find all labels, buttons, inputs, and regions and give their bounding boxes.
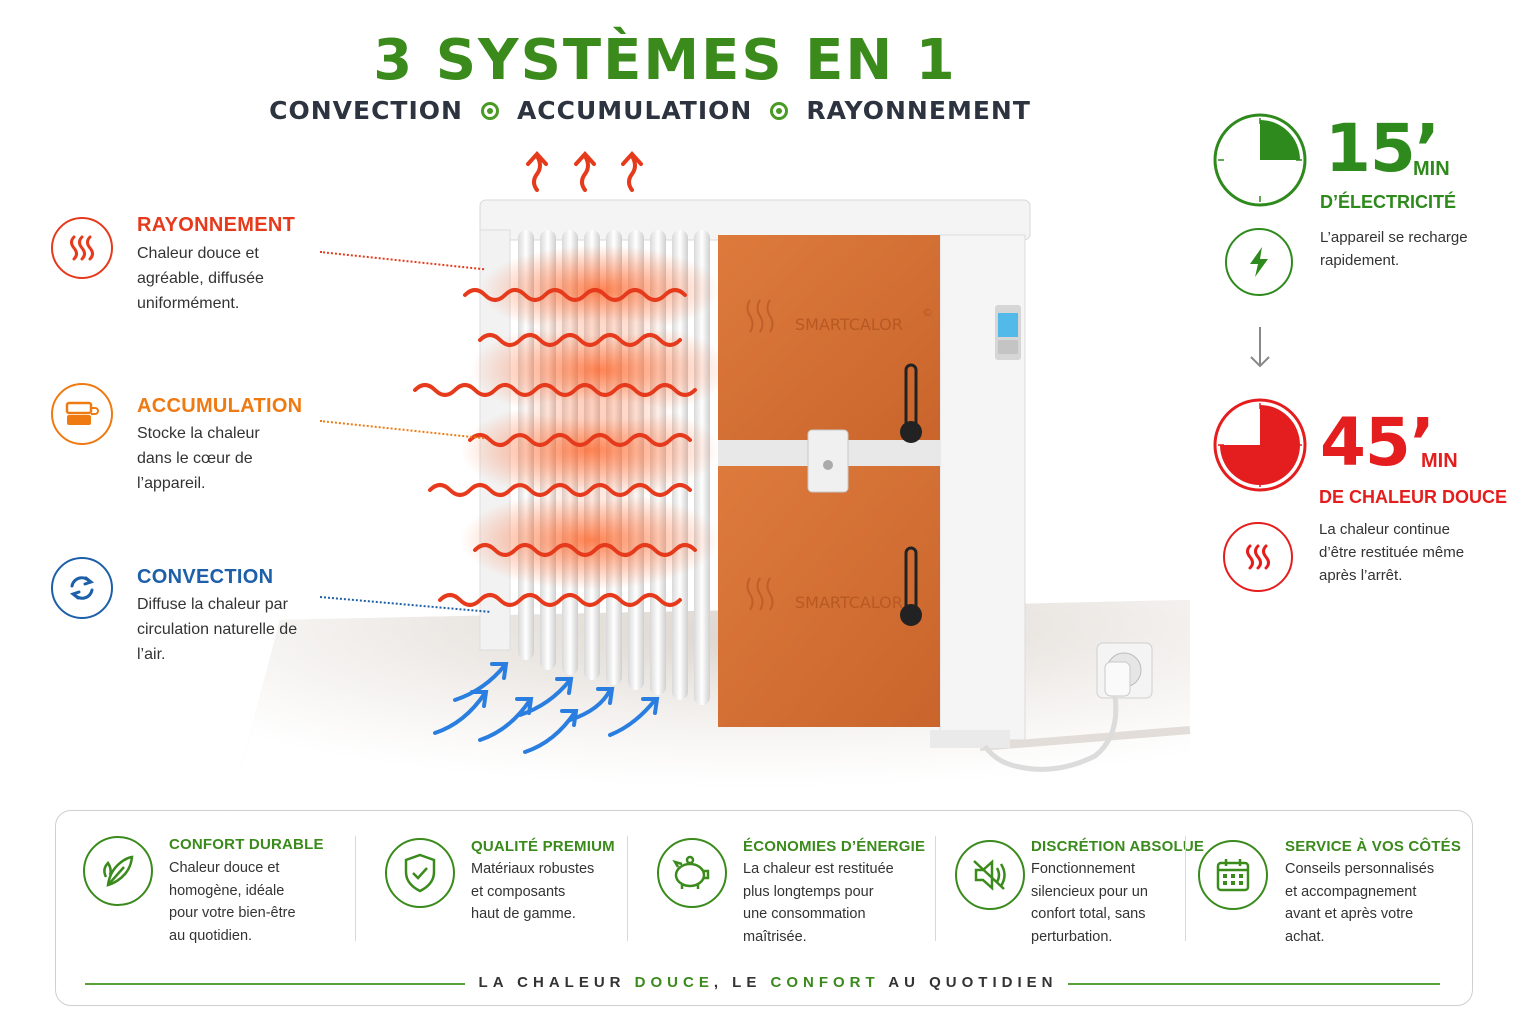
separator-dot-icon	[480, 101, 499, 120]
heat-waves-icon	[51, 217, 113, 279]
release-time-label: DE CHALEUR DOUCE	[1319, 487, 1508, 507]
divider	[627, 836, 628, 941]
brand-watermark: SMARTCALOR	[795, 593, 903, 612]
tagline: LA CHALEUR DOUCE, LE CONFORT AU QUOTIDIE…	[478, 974, 1058, 991]
shield-check-icon	[385, 838, 455, 908]
benefit-title: ÉCONOMIES D’ÉNERGIE	[743, 838, 926, 855]
thermometer-icon	[900, 363, 922, 443]
separator-dot-icon	[770, 101, 789, 120]
piggy-bank-icon	[657, 838, 727, 908]
subtitle-rayonnement: RAYONNEMENT	[806, 96, 1031, 125]
leaf-icon	[83, 836, 153, 906]
charge-description: L’appareil se recharge rapidement.	[1320, 229, 1468, 269]
feature-accumulation-description: Stocke la chaleur dans le cœur de l’appa…	[137, 425, 260, 492]
speaker-muted-icon	[955, 840, 1025, 910]
subtitle: CONVECTION ACCUMULATION RAYONNEMENT	[0, 96, 1300, 125]
brand-registered-mark: ©	[922, 306, 933, 319]
heat-storage-icon	[51, 383, 113, 445]
benefit-title: CONFORT DURABLE	[169, 836, 324, 853]
brand-watermark: SMARTCALOR	[795, 315, 903, 334]
tagline-rule-right	[1068, 983, 1440, 985]
feature-rayonnement-description: Chaleur douce et agréable, diffusée unif…	[137, 245, 264, 312]
benefit-title: SERVICE À VOS CÔTÉS	[1285, 838, 1462, 855]
arrow-down-icon	[1250, 327, 1270, 368]
charge-time-unit: MIN	[1413, 158, 1450, 180]
benefit-title: DISCRÉTION ABSOLUE	[1031, 838, 1205, 855]
timer-15-icon	[1213, 113, 1307, 207]
release-time-number: 45’	[1320, 404, 1435, 481]
charge-time-label: D’ÉLECTRICITÉ	[1320, 192, 1457, 212]
release-time-unit: MIN	[1421, 450, 1458, 472]
subtitle-convection: CONVECTION	[269, 96, 463, 125]
tagline-rule-left	[85, 983, 465, 985]
divider	[935, 836, 936, 941]
divider	[355, 836, 356, 941]
air-circulation-icon	[51, 557, 113, 619]
feature-rayonnement-title: RAYONNEMENT	[137, 214, 296, 236]
benefit-title: QUALITÉ PREMIUM	[471, 838, 615, 855]
heat-waves-icon	[1223, 522, 1293, 592]
charge-time-number: 15’	[1325, 110, 1440, 187]
divider	[1185, 836, 1186, 941]
calendar-icon	[1198, 840, 1268, 910]
subtitle-accumulation: ACCUMULATION	[516, 96, 753, 125]
radiator-illustration: SMARTCALOR SMARTCALOR ©	[230, 151, 1191, 810]
feature-convection-description: Diffuse la chaleur par circulation natur…	[137, 596, 298, 663]
feature-convection-title: CONVECTION	[137, 566, 274, 588]
lightning-icon	[1225, 228, 1293, 296]
timer-45-icon	[1213, 398, 1307, 492]
thermometer-icon	[900, 546, 922, 626]
release-description: La chaleur continue d’être restituée mêm…	[1319, 521, 1465, 584]
page-title: 3 SYSTÈMES EN 1	[373, 28, 957, 93]
feature-accumulation-title: ACCUMULATION	[137, 395, 303, 417]
